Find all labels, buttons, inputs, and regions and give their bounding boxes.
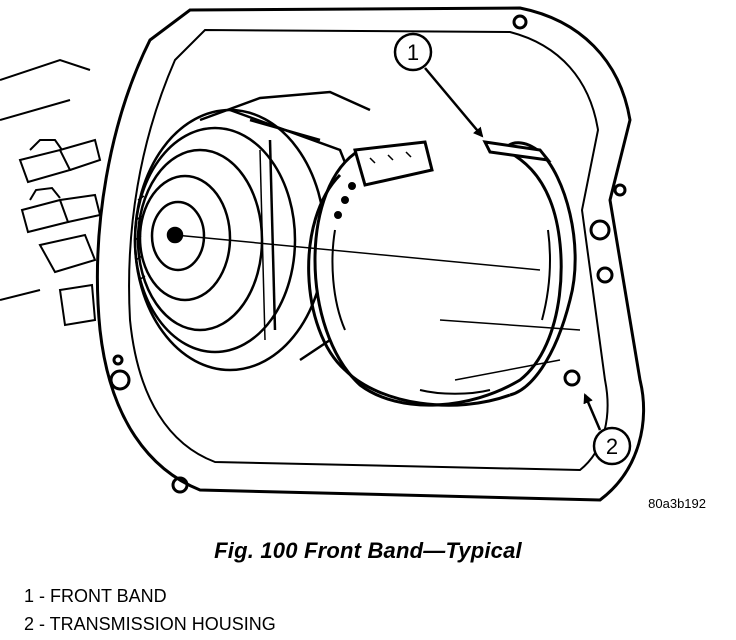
callout-1: 1 (393, 32, 484, 138)
interior-lines (174, 234, 581, 381)
legend-item-front-band: 1 - FRONT BAND (24, 586, 167, 606)
figure-code: 80a3b192 (648, 496, 706, 511)
callout-2-number: 2 (606, 434, 618, 459)
front-band (307, 140, 577, 407)
legend: 1 - FRONT BAND 2 - TRANSMISSION HOUSING (24, 582, 276, 638)
technical-illustration: 1 2 80a3b192 (0, 6, 706, 511)
legend-item-transmission-housing: 2 - TRANSMISSION HOUSING (24, 614, 276, 634)
figure-caption: Fig. 100 Front Band—Typical (214, 538, 522, 563)
side-fittings (0, 58, 102, 327)
transmission-housing (95, 6, 646, 502)
callout-1-number: 1 (407, 40, 419, 65)
callout-2: 2 (583, 393, 632, 466)
